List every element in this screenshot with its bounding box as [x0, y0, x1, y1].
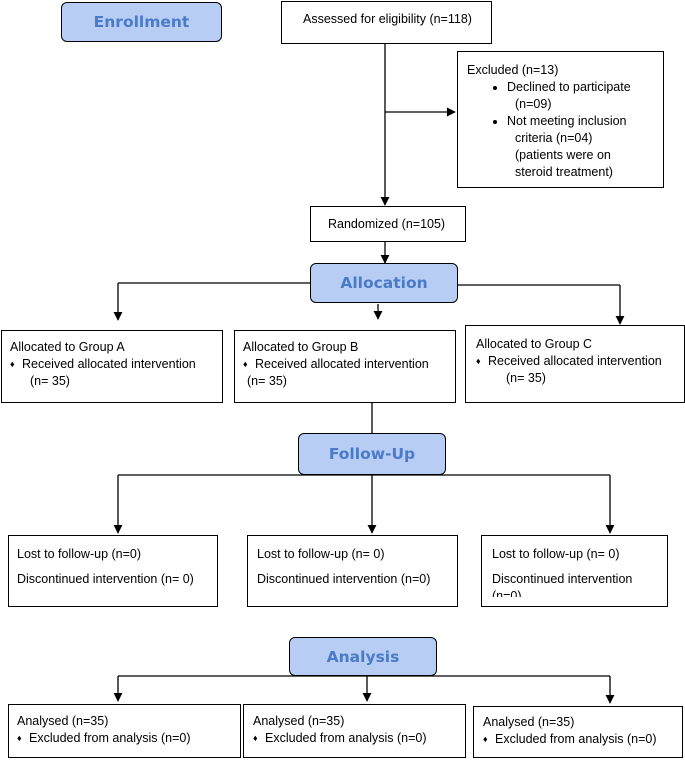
stage-analysis-label: Analysis	[326, 647, 400, 666]
stage-enrollment-label: Enrollment	[93, 13, 190, 31]
allocated-group-b-title: Allocated to Group B	[243, 340, 359, 354]
allocated-group-b-count: (n= 35)	[247, 374, 287, 388]
allocated-group-b-item: ♦Received allocated intervention	[243, 357, 429, 371]
followup-group-c-lost: Lost to follow-up (n= 0)	[492, 547, 620, 561]
diamond-bullet-icon: ♦	[17, 733, 22, 743]
allocated-group-a-count: (n= 35)	[30, 374, 70, 388]
followup-group-c-discontinued: Discontinued intervention	[492, 572, 633, 586]
stage-enrollment: Enrollment	[61, 2, 222, 42]
allocated-group-c-item: ♦Received allocated intervention	[476, 354, 662, 368]
diamond-bullet-icon: ♦	[253, 733, 258, 743]
analysed-group-b-title: Analysed (n=35)	[253, 714, 345, 728]
randomized-box: Randomized (n=105)	[310, 206, 466, 242]
analysed-group-a-box: Analysed (n=35) ♦Excluded from analysis …	[8, 704, 241, 758]
stage-follow-up-label: Follow-Up	[328, 445, 416, 463]
analysed-group-c-box: Analysed (n=35) ♦Excluded from analysis …	[473, 706, 683, 758]
followup-group-c-discontinued-count: (n=0)	[492, 589, 522, 597]
allocated-group-c-box: Allocated to Group C ♦Received allocated…	[465, 325, 685, 403]
allocated-group-c-count: (n= 35)	[506, 371, 546, 385]
excluded-item-not-meeting: Not meeting inclusion	[507, 113, 663, 130]
excluded-box: Excluded (n=13) Declined to participate …	[457, 51, 664, 188]
allocated-group-a-item: ♦Received allocated intervention	[10, 357, 196, 371]
followup-group-b-box: Lost to follow-up (n= 0) Discontinued in…	[247, 535, 458, 607]
assessed-text: Assessed for eligibility (n=118)	[303, 12, 472, 26]
analysed-group-a-title: Analysed (n=35)	[17, 714, 109, 728]
analysed-group-c-item: ♦Excluded from analysis (n=0)	[483, 732, 657, 746]
stage-allocation: Allocation	[310, 263, 458, 303]
excluded-title: Excluded (n=13)	[467, 63, 559, 77]
followup-group-b-lost: Lost to follow-up (n= 0)	[257, 547, 385, 561]
excluded-declined-count: (n=09)	[515, 97, 552, 111]
excluded-criteria-count: criteria (n=04)	[515, 131, 593, 145]
analysed-group-b-item: ♦Excluded from analysis (n=0)	[253, 731, 427, 745]
analysed-group-a-item: ♦Excluded from analysis (n=0)	[17, 731, 191, 745]
excluded-reason-line1: (patients were on	[515, 148, 611, 162]
assessed-box: Assessed for eligibility (n=118)	[281, 1, 492, 44]
followup-group-c-box: Lost to follow-up (n= 0) Discontinued in…	[481, 535, 668, 607]
followup-group-a-lost: Lost to follow-up (n=0)	[17, 547, 142, 561]
excluded-item-declined: Declined to participate	[507, 79, 663, 96]
allocated-group-a-title: Allocated to Group A	[10, 340, 125, 354]
allocated-group-c-title: Allocated to Group C	[476, 337, 593, 351]
allocated-group-b-box: Allocated to Group B ♦Received allocated…	[234, 330, 456, 403]
diamond-bullet-icon: ♦	[476, 356, 481, 366]
analysed-group-c-title: Analysed (n=35)	[483, 715, 575, 729]
stage-follow-up: Follow-Up	[298, 433, 446, 475]
stage-analysis: Analysis	[289, 637, 437, 676]
diamond-bullet-icon: ♦	[10, 359, 15, 369]
followup-group-b-discontinued: Discontinued intervention (n=0)	[257, 572, 431, 586]
followup-group-a-box: Lost to follow-up (n=0) Discontinued int…	[8, 535, 218, 607]
followup-group-a-discontinued: Discontinued intervention (n= 0)	[17, 572, 194, 586]
diamond-bullet-icon: ♦	[483, 734, 488, 744]
stage-allocation-label: Allocation	[340, 274, 428, 292]
allocated-group-a-box: Allocated to Group A ♦Received allocated…	[1, 330, 223, 403]
excluded-reason-line2: steroid treatment)	[515, 165, 613, 179]
diamond-bullet-icon: ♦	[243, 359, 248, 369]
randomized-text: Randomized (n=105)	[328, 217, 446, 231]
analysed-group-b-box: Analysed (n=35) ♦Excluded from analysis …	[243, 704, 466, 758]
